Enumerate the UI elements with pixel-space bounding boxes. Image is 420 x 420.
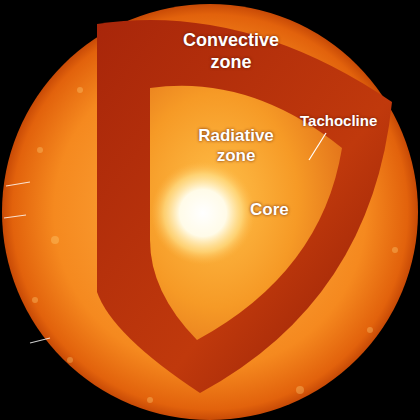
core-glow [151,161,255,265]
sun-surface [2,4,418,420]
convective-wedge [97,20,392,393]
zone-label: Radiative zone [182,126,290,167]
zone-label: Convective zone [172,30,290,73]
leader-line [309,133,326,160]
zone-label: Core [250,200,289,220]
callout-label: Tachocline [300,112,377,130]
edge-marks [4,182,50,343]
